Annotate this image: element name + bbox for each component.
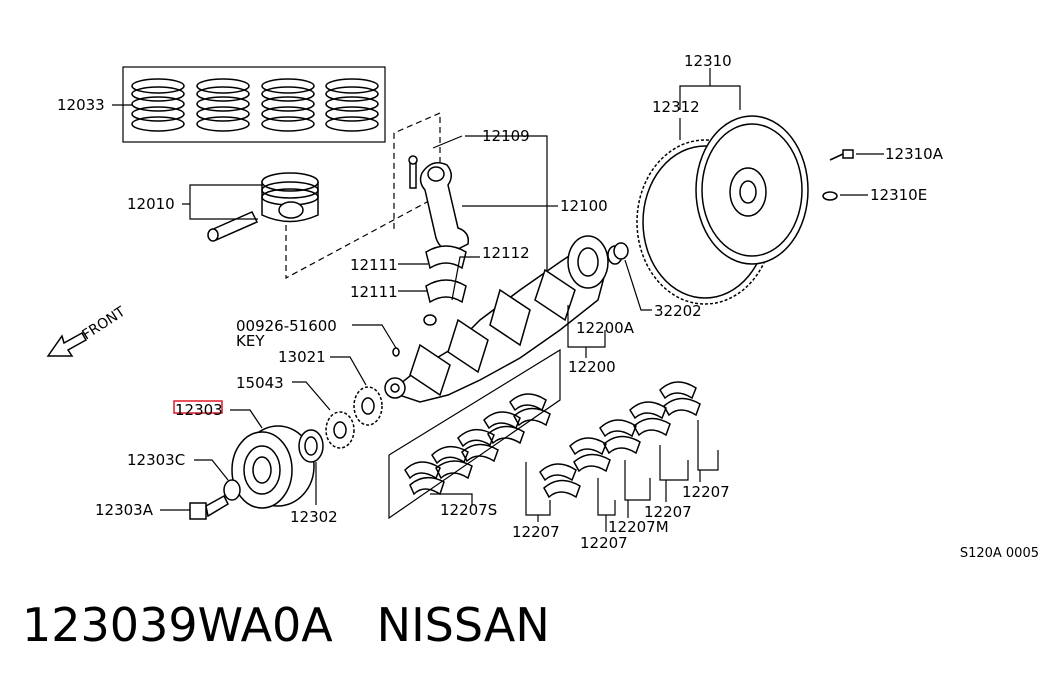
crank-sprocket bbox=[353, 386, 383, 426]
label-12207-c: 12207 bbox=[644, 503, 692, 521]
flywheel-dowel bbox=[822, 191, 838, 201]
oil-pump-drive-gear bbox=[325, 411, 355, 449]
front-arrow-icon bbox=[46, 331, 88, 357]
label-12100: 12100 bbox=[560, 197, 608, 215]
piston-rod-dashed-guide bbox=[285, 112, 441, 280]
label-12200A: 12200A bbox=[576, 319, 635, 337]
label-key: KEY bbox=[236, 332, 265, 350]
part-caption: 123039WA0A NISSAN bbox=[22, 598, 550, 652]
label-12310E: 12310E bbox=[870, 186, 927, 204]
pilot-bushing bbox=[613, 242, 629, 260]
label-12109: 12109 bbox=[482, 127, 530, 145]
label-12303: 12303 bbox=[175, 401, 223, 419]
label-12207-d: 12207 bbox=[682, 483, 730, 501]
label-12310: 12310 bbox=[684, 52, 732, 70]
pulley-washer bbox=[223, 479, 241, 501]
main-bearing-set bbox=[388, 348, 561, 520]
flywheel bbox=[636, 115, 809, 305]
woodruff-key bbox=[392, 347, 400, 357]
piston-rings bbox=[112, 66, 386, 143]
label-12303C: 12303C bbox=[127, 451, 185, 469]
label-12111-lower: 12111 bbox=[350, 283, 398, 301]
label-32202: 32202 bbox=[654, 302, 702, 320]
label-13021: 13021 bbox=[278, 348, 326, 366]
crank-pulley bbox=[231, 425, 315, 509]
label-12200: 12200 bbox=[568, 358, 616, 376]
label-12112: 12112 bbox=[482, 244, 530, 262]
connecting-rod bbox=[408, 155, 470, 304]
front-oil-seal bbox=[298, 429, 324, 463]
flywheel-bolt bbox=[829, 149, 854, 161]
brand-name: NISSAN bbox=[376, 598, 550, 652]
label-12207M: 12207M bbox=[608, 518, 669, 536]
label-00926-51600: 00926-51600 bbox=[236, 317, 337, 335]
highlight-12303 bbox=[173, 400, 223, 414]
label-12207-b: 12207 bbox=[580, 534, 628, 552]
label-15043: 15043 bbox=[236, 374, 284, 392]
crankshaft bbox=[384, 235, 623, 403]
label-12207S: 12207S bbox=[440, 501, 497, 519]
label-12312: 12312 bbox=[652, 98, 700, 116]
label-12207-a: 12207 bbox=[512, 523, 560, 541]
main-bearings-individual bbox=[539, 381, 701, 499]
diagram-reference-code: S120A 0005 bbox=[959, 546, 1039, 561]
front-label: FRONT bbox=[79, 304, 128, 344]
label-12303A: 12303A bbox=[95, 501, 154, 519]
part-number: 123039WA0A bbox=[22, 598, 333, 652]
pulley-bolt bbox=[189, 494, 229, 520]
label-12111-upper: 12111 bbox=[350, 256, 398, 274]
label-12302: 12302 bbox=[290, 508, 338, 526]
label-12010: 12010 bbox=[127, 195, 175, 213]
piston-assembly bbox=[182, 172, 319, 242]
label-12310A: 12310A bbox=[885, 145, 944, 163]
label-12033: 12033 bbox=[57, 96, 105, 114]
